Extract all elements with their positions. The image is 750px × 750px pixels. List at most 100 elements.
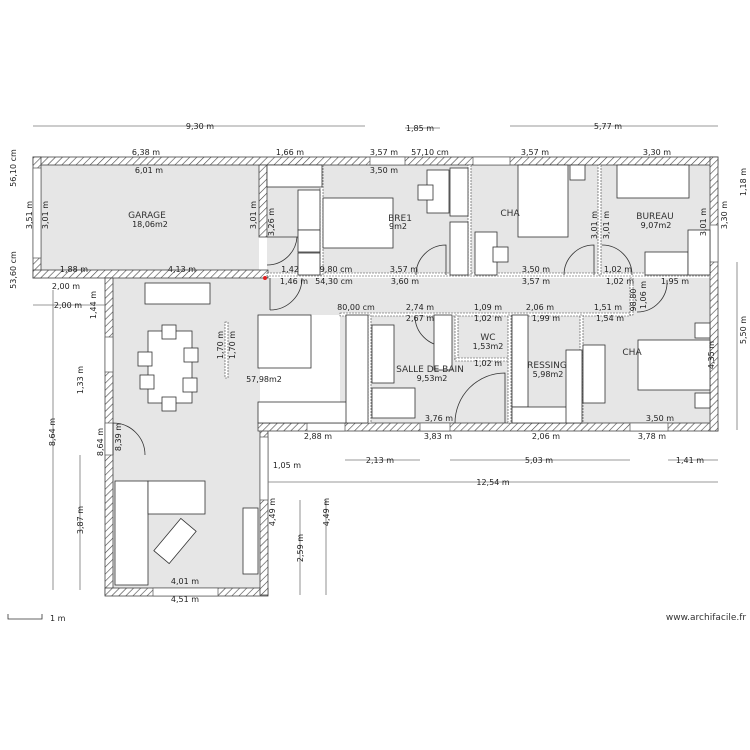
dim: 5,77 m	[594, 122, 622, 131]
door-living[interactable]	[112, 422, 146, 456]
window	[104, 336, 114, 373]
dim: 3,01 m	[699, 208, 708, 236]
garage-floor	[41, 165, 259, 270]
dim: 1,85 m	[406, 124, 434, 133]
dim: 1,51 m	[594, 303, 622, 312]
dim: 1,46 m	[280, 277, 308, 286]
dim: 4,13 m	[168, 265, 196, 274]
bathtub	[371, 387, 416, 419]
chair	[161, 396, 177, 412]
dim: 3,57 m	[521, 148, 549, 157]
door-chambre3[interactable]	[636, 279, 668, 313]
bath-cabinet	[371, 324, 395, 384]
dimension-lines	[33, 125, 738, 595]
wardrobe	[449, 167, 469, 217]
dim: 1,18 m	[739, 168, 748, 196]
dim: 6,38 m	[132, 148, 160, 157]
room-wc-name: WC	[480, 333, 495, 343]
dim: 1,42	[281, 265, 299, 274]
dim: 3,57 m	[370, 148, 398, 157]
dim: 1,41 m	[676, 456, 704, 465]
window	[472, 156, 511, 166]
dim: 5,03 m	[525, 456, 553, 465]
dim: 5,50 m	[739, 316, 748, 344]
chair	[161, 324, 177, 340]
window	[259, 436, 269, 501]
dim: 2,06 m	[526, 303, 554, 312]
dim: 1,70 m	[216, 331, 225, 359]
cabinet	[297, 229, 321, 253]
sofa	[114, 480, 149, 586]
chair	[182, 377, 198, 393]
dim: 1,33 m	[76, 366, 85, 394]
nightstand	[694, 392, 711, 409]
cabinet	[582, 344, 606, 404]
dim: 4,51 m	[171, 595, 199, 604]
dim: 3,51 m	[25, 201, 34, 229]
dim: 3,87 m	[76, 506, 85, 534]
dim: 1,70 m	[228, 331, 237, 359]
door-entry[interactable]	[269, 277, 303, 311]
dim: 4,49 m	[268, 498, 277, 526]
partition	[454, 357, 511, 362]
garage-shelf	[266, 164, 323, 188]
window	[152, 587, 219, 597]
dim: 56,10 cm	[9, 149, 18, 187]
room-labels: GARAGE 18,06m2 BRE1 9m2 CHA BUREAU 9,07m…	[128, 209, 674, 384]
wardrobe	[449, 221, 469, 276]
bed	[322, 197, 394, 249]
chair	[492, 246, 509, 263]
kitchen-counter	[345, 314, 369, 424]
dim: 3,01 m	[602, 211, 611, 239]
dim: 1,05 m	[273, 461, 301, 470]
dim: 3,01 m	[41, 201, 50, 229]
dim: 53,60 cm	[9, 251, 18, 289]
dim: 2,00 m	[54, 301, 82, 310]
wall-right	[709, 156, 719, 432]
dim: 1,54 m	[596, 314, 624, 323]
door-garage[interactable]	[266, 236, 298, 266]
wardrobe	[511, 314, 529, 408]
dim: 1,44 m	[89, 291, 98, 319]
partition	[454, 314, 459, 361]
dim: 2,00 m	[52, 282, 80, 291]
desk	[644, 251, 689, 276]
room-wc-area: 1,53m2	[473, 342, 504, 351]
room-chambre2-name: CHA	[500, 209, 520, 219]
furniture	[114, 164, 711, 586]
dim: 1,09 m	[474, 303, 502, 312]
dim: 2,67 m	[406, 314, 434, 323]
door-chambre2[interactable]	[563, 244, 595, 276]
dim: 3,83 m	[424, 432, 452, 441]
dim: 2,06 m	[532, 432, 560, 441]
dim: 80,00 cm	[337, 303, 375, 312]
partition	[507, 314, 512, 424]
room-garage-area: 18,06m2	[132, 220, 168, 229]
coffee-table	[153, 517, 197, 565]
room-sdb-name: SALLE DE BAIN	[396, 365, 464, 375]
dim: 4,35 m	[707, 341, 716, 369]
bed	[517, 164, 569, 238]
tv-unit	[242, 507, 259, 575]
partition	[367, 314, 372, 424]
bed	[637, 339, 711, 391]
door-chambre1[interactable]	[415, 244, 447, 276]
doors	[112, 236, 668, 456]
dim: 3,50 m	[522, 265, 550, 274]
window	[104, 422, 114, 456]
dim: 54,30 cm	[315, 277, 353, 286]
scale-bar: 1 m	[7, 614, 66, 623]
scale-label: 1 m	[50, 614, 66, 623]
door-wc-bath[interactable]	[454, 372, 506, 424]
dim: 12,54 m	[476, 478, 509, 487]
chair	[137, 351, 153, 367]
room-garage-name: GARAGE	[128, 211, 166, 221]
door-bureau[interactable]	[601, 244, 633, 276]
window	[419, 422, 451, 432]
window	[629, 422, 669, 432]
wardrobe	[511, 406, 571, 424]
cabinet	[297, 189, 321, 231]
room-bureau-area: 9,07m2	[641, 221, 672, 230]
cabinet	[687, 229, 711, 276]
